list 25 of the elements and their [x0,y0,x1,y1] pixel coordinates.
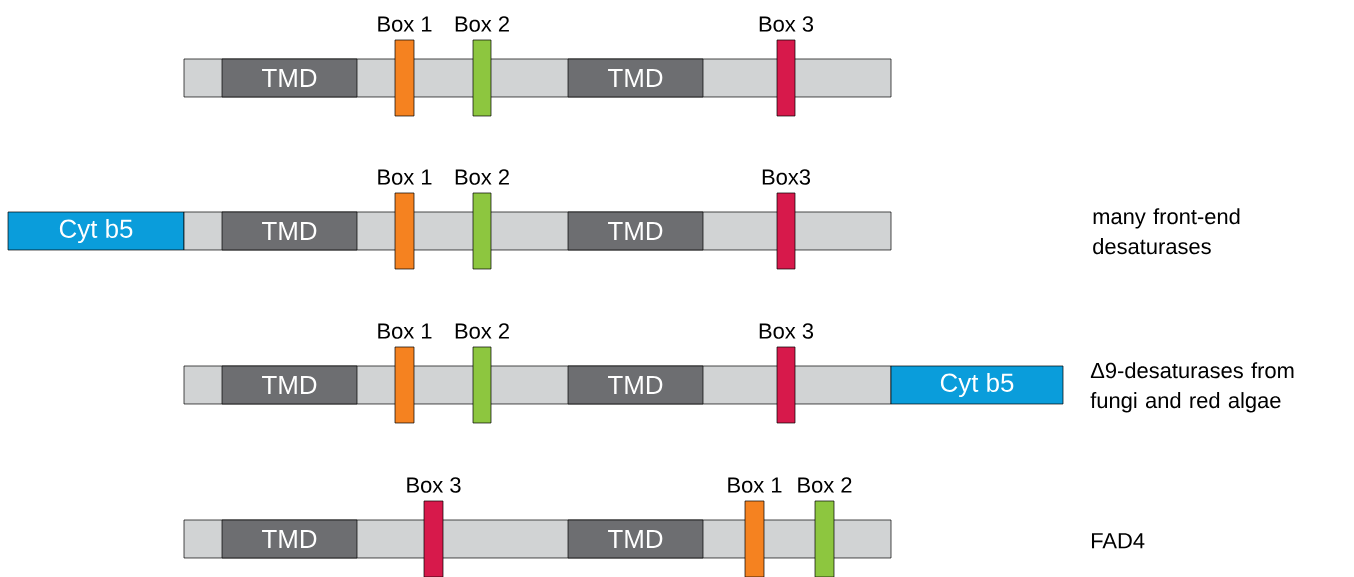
tmd-domain: TMD [221,211,358,251]
motif-label: Box 1 [728,477,782,493]
cyt-b5-domain: Cyt b5 [890,365,1064,405]
tmd-domain: TMD [567,365,704,405]
motif-label: Box 3 [759,16,814,32]
motif-label: Box 1 [378,169,432,185]
motif-label: Box 2 [455,323,509,339]
row-label: FAD4 [1092,533,1145,549]
motif-label: Box 2 [455,169,509,185]
tmd-domain: TMD [221,365,358,405]
row-label: Δ9-desaturases from fungi and red algae [1090,362,1294,413]
motif-label: Box 2 [455,16,509,32]
motif-label: Box 3 [407,477,461,493]
tmd-domain: TMD [567,58,704,98]
motif-label: Box 1 [378,16,432,32]
tmd-domain: TMD [221,519,358,559]
tmd-domain: TMD [221,58,358,98]
motif-label: Box 1 [378,323,432,339]
motif-label: Box 3 [759,323,814,339]
tmd-domain: TMD [567,519,704,559]
motif-label: Box3 [762,169,811,185]
cyt-b5-domain: Cyt b5 [7,211,185,251]
row-label: many front-end desaturases [1093,208,1240,255]
tmd-domain: TMD [567,211,704,251]
motif-label: Box 2 [798,477,852,493]
